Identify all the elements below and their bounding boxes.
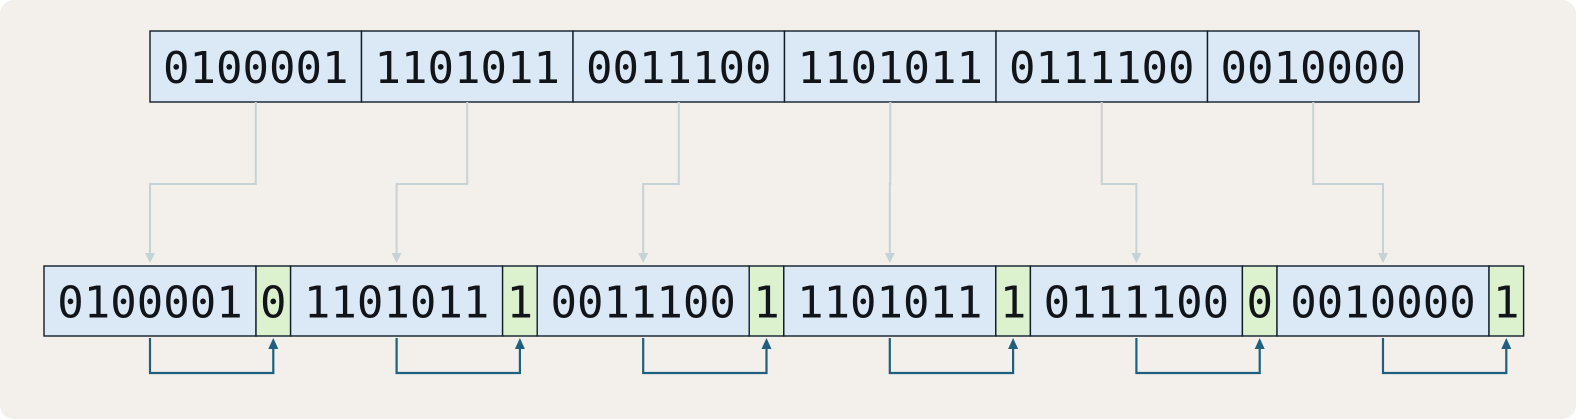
- top-group-bits: 1101011: [375, 43, 560, 94]
- group-mapping-arrow: [642, 102, 680, 254]
- group-mapping-arrow: [395, 102, 469, 254]
- parity-compute-arrow: [1135, 338, 1261, 375]
- encoded-data-bits: 0111100: [1044, 278, 1229, 329]
- top-group-cell: [995, 30, 1209, 103]
- arrowhead-icon: [884, 253, 895, 263]
- parity-arrows: [148, 338, 1512, 375]
- encoded-data-cell: [783, 265, 997, 337]
- parity-bit: 0: [260, 278, 287, 329]
- parity-bit-cell: [1488, 265, 1525, 337]
- arrowhead-icon: [268, 338, 279, 349]
- encoded-data-bits: 0011100: [550, 278, 735, 329]
- group-mapping-arrow: [1312, 102, 1384, 254]
- encoded-data-cell: [43, 265, 257, 337]
- arrowhead-icon: [145, 253, 155, 263]
- arrowhead-icon: [1131, 253, 1142, 263]
- encoded-data-cell: [289, 265, 504, 337]
- encoded-data-cell: [1029, 265, 1244, 337]
- arrowhead-icon: [761, 338, 772, 349]
- top-group-bits: 0010000: [1221, 43, 1406, 94]
- bottom-row: 0100001 0 1101011 1 0011100 1 1101011 1 0111100 0…: [43, 265, 1525, 337]
- parity-bit: 1: [1000, 278, 1027, 329]
- parity-compute-arrow: [148, 338, 275, 375]
- parity-bit: 1: [1493, 278, 1520, 329]
- encoded-data-bits: 0100001: [57, 278, 242, 329]
- top-group-bits: 1101011: [798, 43, 983, 94]
- parity-compute-arrow: [642, 338, 768, 375]
- top-group-cell: [1206, 30, 1420, 103]
- encoded-data-bits: 1101011: [797, 278, 982, 329]
- parity-compute-arrow: [1381, 338, 1508, 375]
- top-group-bits: 0011100: [586, 43, 771, 94]
- parity-bit: 0: [1246, 278, 1273, 329]
- parity-bit: 1: [753, 278, 780, 329]
- encoded-data-cell: [536, 265, 750, 337]
- parity-bit: 1: [507, 278, 534, 329]
- arrowhead-icon: [514, 338, 525, 349]
- parity-compute-arrow: [888, 338, 1015, 375]
- arrowhead-icon: [1501, 338, 1512, 349]
- arrowhead-icon: [391, 253, 402, 263]
- group-mapping-arrow: [149, 102, 257, 254]
- arrowhead-icon: [1008, 338, 1019, 349]
- arrowhead-icon: [1254, 338, 1265, 349]
- encoded-data-bits: 1101011: [304, 278, 489, 329]
- arrowhead-icon: [638, 253, 649, 263]
- encoded-data-bits: 0010000: [1290, 278, 1475, 329]
- top-row: 0100001 1101011 0011100 1101011 0111100 00100…: [149, 30, 1420, 103]
- parity-bit-cell: [995, 265, 1032, 337]
- parity-compute-arrow: [395, 338, 521, 375]
- encoded-data-cell: [1276, 265, 1490, 337]
- group-mapping-arrow: [1100, 102, 1138, 254]
- arrowhead-icon: [1378, 253, 1388, 263]
- mapping-arrows: [145, 102, 1388, 263]
- parity-bit-cell: [1241, 265, 1278, 337]
- top-group-bits: 0111100: [1009, 43, 1194, 94]
- top-group-bits: 0100001: [163, 43, 348, 94]
